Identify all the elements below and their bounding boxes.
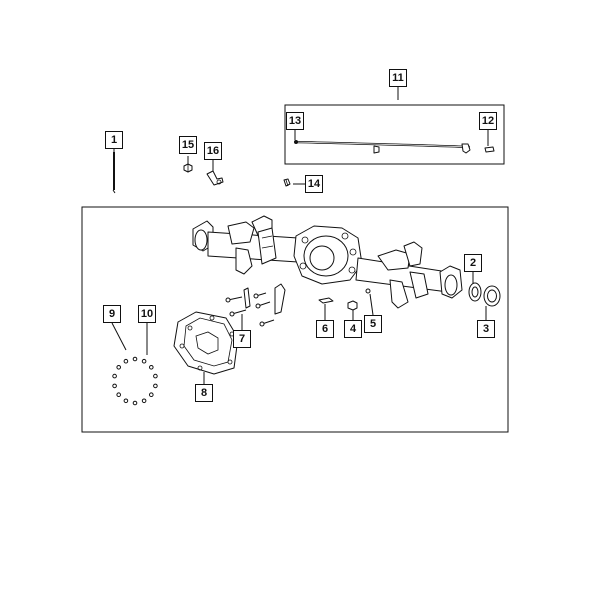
part-plug [347, 300, 358, 311]
vent-hose-group-frame [284, 104, 505, 165]
callout-5: 5 [364, 315, 382, 333]
part-tag [318, 297, 334, 304]
part-vent-tube [112, 152, 116, 194]
part-elbow-connector [206, 170, 224, 186]
part-fitting [183, 163, 193, 173]
cover-bolt [123, 398, 129, 404]
part-bolt-ring [112, 356, 158, 406]
callout-2: 2 [464, 254, 482, 272]
callout-10: 10 [138, 305, 156, 323]
callout-1: 1 [105, 131, 123, 149]
callout-15: 15 [179, 136, 197, 154]
cover-bolt [116, 392, 121, 398]
callout-11: 11 [389, 69, 407, 87]
callout-4: 4 [344, 320, 362, 338]
callout-16: 16 [204, 142, 222, 160]
cover-bolt [132, 356, 138, 362]
callout-7: 7 [233, 330, 251, 348]
cover-bolt [141, 358, 147, 364]
part-bolts-brackets [225, 283, 286, 327]
part-bearing [468, 282, 482, 302]
callout-12: 12 [479, 112, 497, 130]
callout-9: 9 [103, 305, 121, 323]
callout-13: 13 [286, 112, 304, 130]
axle-assembly-frame [81, 206, 509, 433]
part-clip [283, 178, 291, 187]
cover-bolt [153, 373, 158, 379]
cover-bolt [112, 373, 117, 379]
part-clamp [484, 146, 495, 153]
cover-bolt [112, 383, 117, 389]
cover-bolt [153, 383, 158, 389]
callout-8: 8 [195, 384, 213, 402]
part-seal [483, 285, 501, 307]
cover-bolt [132, 400, 138, 406]
part-differential-cover [173, 311, 239, 375]
leader-lines [111, 87, 489, 384]
cover-bolt [149, 392, 154, 398]
part-small-plug [365, 288, 371, 294]
cover-bolt [149, 365, 154, 370]
callout-3: 3 [477, 320, 495, 338]
cover-bolt [116, 365, 121, 370]
part-vent-hose [294, 140, 471, 154]
cover-bolt [123, 358, 129, 364]
part-axle-housing [192, 215, 463, 309]
callout-6: 6 [316, 320, 334, 338]
callout-14: 14 [305, 175, 323, 193]
cover-bolt [141, 398, 147, 404]
